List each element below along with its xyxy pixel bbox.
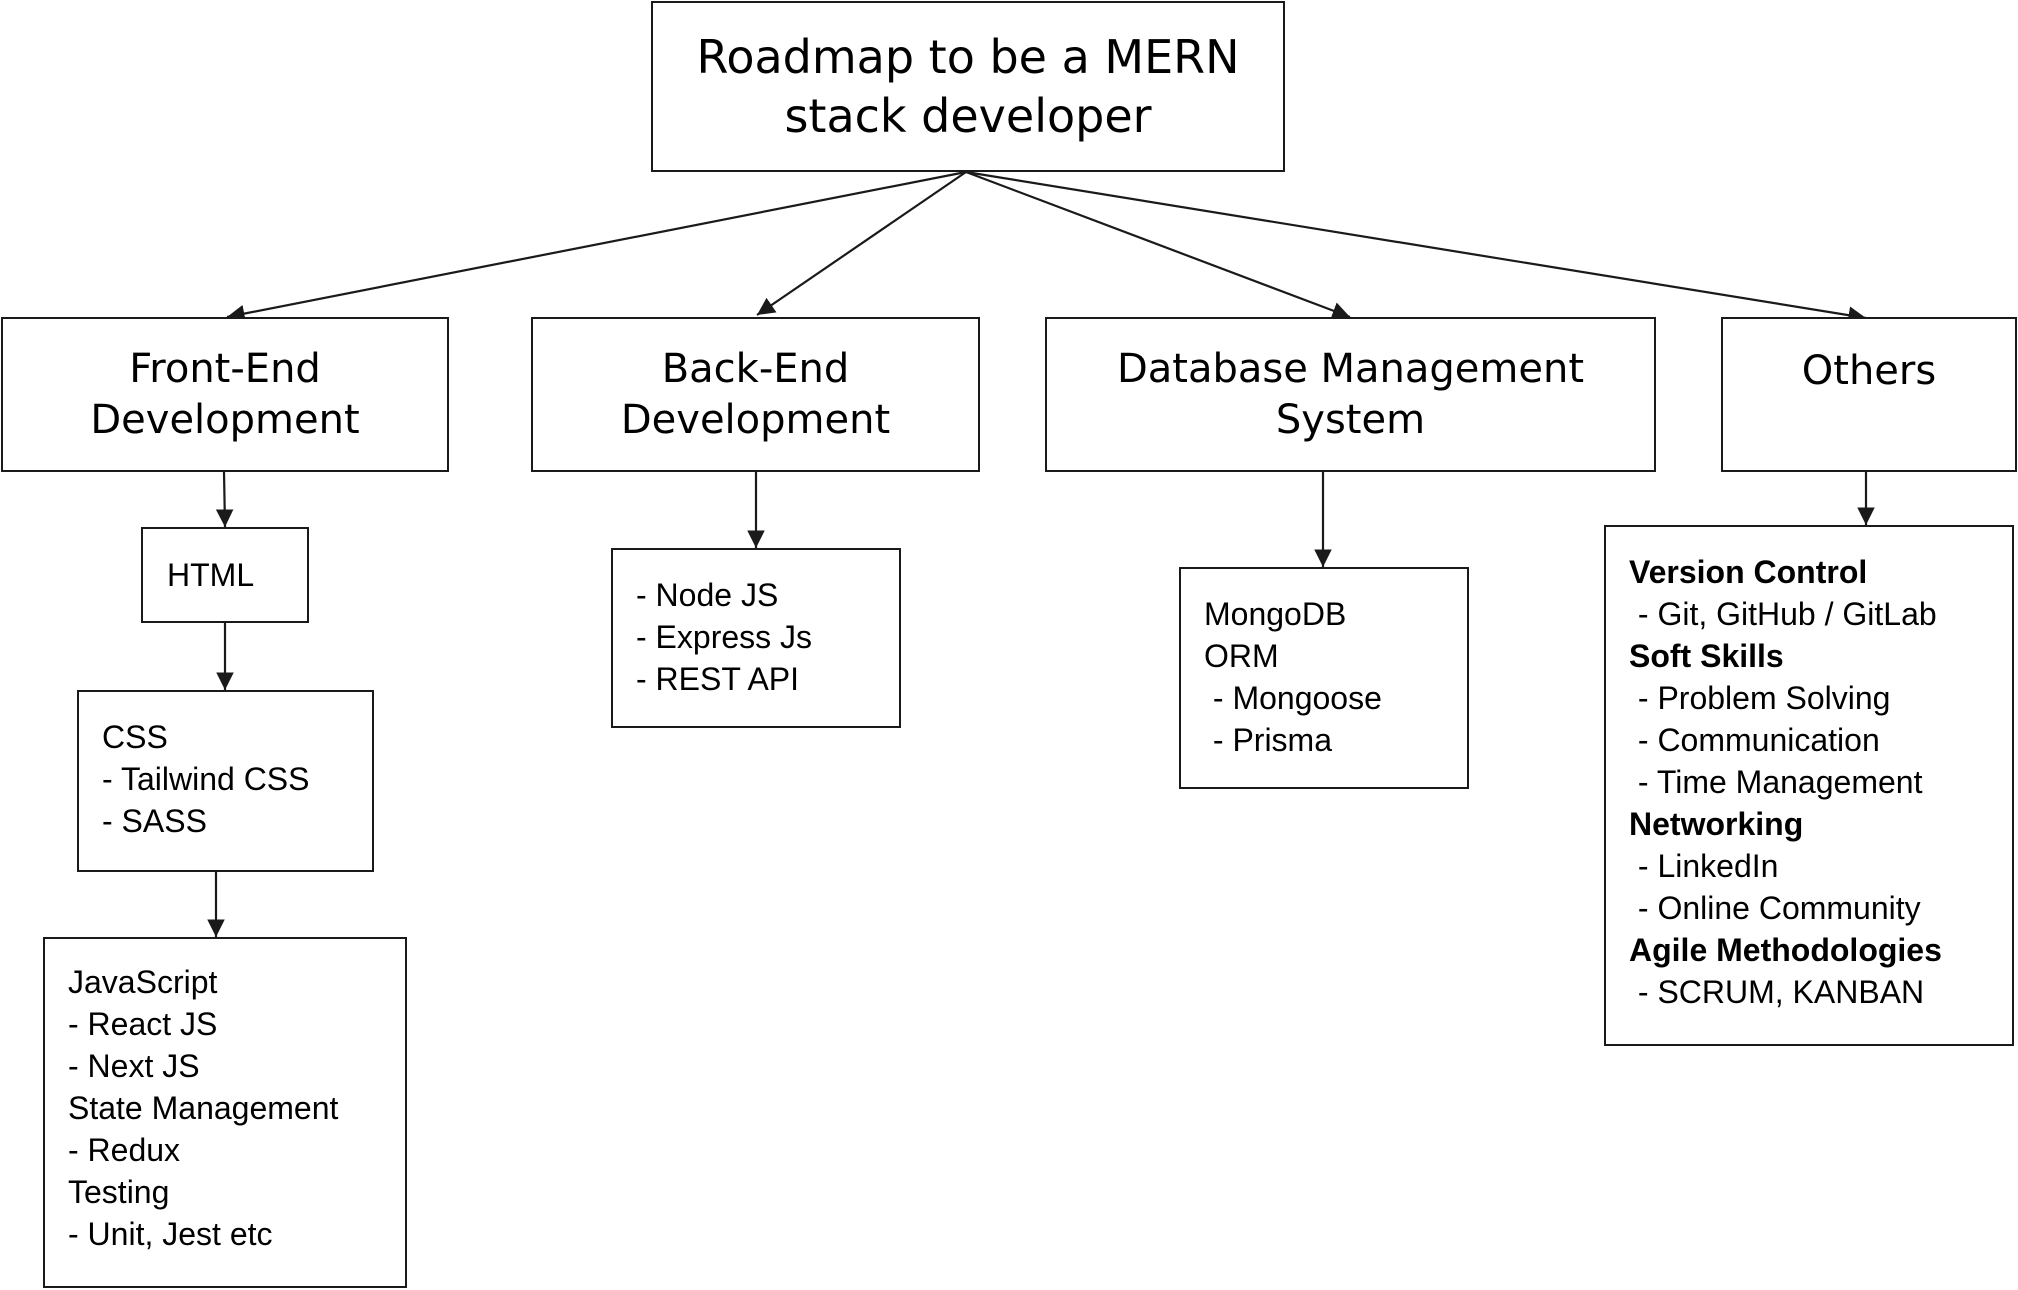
frontend-category-box: Front-End Development <box>1 317 449 472</box>
database-item-2: ORM <box>1204 638 1279 674</box>
css-line-1: CSS <box>102 719 168 755</box>
others-item-time-management: - Time Management <box>1629 764 1923 800</box>
arrow-root-to-frontend <box>226 170 967 323</box>
frontend-title-line-1: Front-End <box>129 345 321 392</box>
css-box: CSS - Tailwind CSS - SASS <box>77 690 374 872</box>
backend-item-1: - Node JS <box>636 577 779 613</box>
js-line-1: JavaScript <box>68 964 218 1000</box>
others-items-box: Version Control - Git, GitHub / GitLab S… <box>1604 525 2014 1046</box>
backend-title-line-1: Back-End <box>661 345 850 392</box>
database-category-box: Database Management System <box>1045 317 1656 472</box>
others-category-box: Others <box>1721 317 2017 472</box>
js-line-5: - Redux <box>68 1132 181 1168</box>
database-item-4: - Prisma <box>1204 722 1332 758</box>
html-box: HTML <box>141 527 309 623</box>
arrow-root-to-database <box>965 170 1351 320</box>
others-item-git: - Git, GitHub / GitLab <box>1629 596 1937 632</box>
root-title-line-1: Roadmap to be a MERN <box>696 30 1240 85</box>
backend-item-2: - Express Js <box>636 619 813 655</box>
arrow-root-to-backend <box>756 171 967 316</box>
others-heading-version-control: Version Control <box>1629 554 1868 590</box>
backend-title-line-2: Development <box>620 396 891 443</box>
js-line-7: - Unit, Jest etc <box>68 1216 273 1252</box>
others-title: Others <box>1801 348 1937 394</box>
arrow-frontend-to-html <box>215 471 234 528</box>
backend-category-box: Back-End Development <box>531 317 980 472</box>
backend-items-box: - Node JS - Express Js - REST API <box>611 548 901 728</box>
root-title-line-2: stack developer <box>784 88 1152 143</box>
others-item-linkedin: - LinkedIn <box>1629 848 1779 884</box>
arrow-root-to-others <box>965 170 1867 324</box>
others-item-scrum-kanban: - SCRUM, KANBAN <box>1629 974 1925 1010</box>
others-heading-agile: Agile Methodologies <box>1629 932 1942 968</box>
js-line-2: - React JS <box>68 1006 218 1042</box>
others-item-communication: - Communication <box>1629 722 1880 758</box>
others-heading-soft-skills: Soft Skills <box>1629 638 1784 674</box>
js-line-4: State Management <box>68 1090 339 1126</box>
javascript-box: JavaScript - React JS - Next JS State Ma… <box>43 937 407 1288</box>
others-item-problem-solving: - Problem Solving <box>1629 680 1891 716</box>
database-item-1: MongoDB <box>1204 596 1347 632</box>
database-items-box: MongoDB ORM - Mongoose - Prisma <box>1179 567 1469 789</box>
backend-item-3: - REST API <box>636 661 800 697</box>
others-item-online-community: - Online Community <box>1629 890 1921 926</box>
database-title-line-2: System <box>1275 396 1426 443</box>
others-heading-networking: Networking <box>1629 806 1804 842</box>
html-label: HTML <box>167 557 255 593</box>
database-item-3: - Mongoose <box>1204 680 1382 716</box>
js-line-6: Testing <box>68 1174 170 1210</box>
database-title-line-1: Database Management <box>1116 345 1585 392</box>
css-line-2: - Tailwind CSS <box>102 761 310 797</box>
js-line-3: - Next JS <box>68 1048 200 1084</box>
css-line-3: - SASS <box>102 803 207 839</box>
frontend-title-line-2: Development <box>90 396 360 443</box>
root-title-box: Roadmap to be a MERN stack developer <box>651 1 1285 172</box>
